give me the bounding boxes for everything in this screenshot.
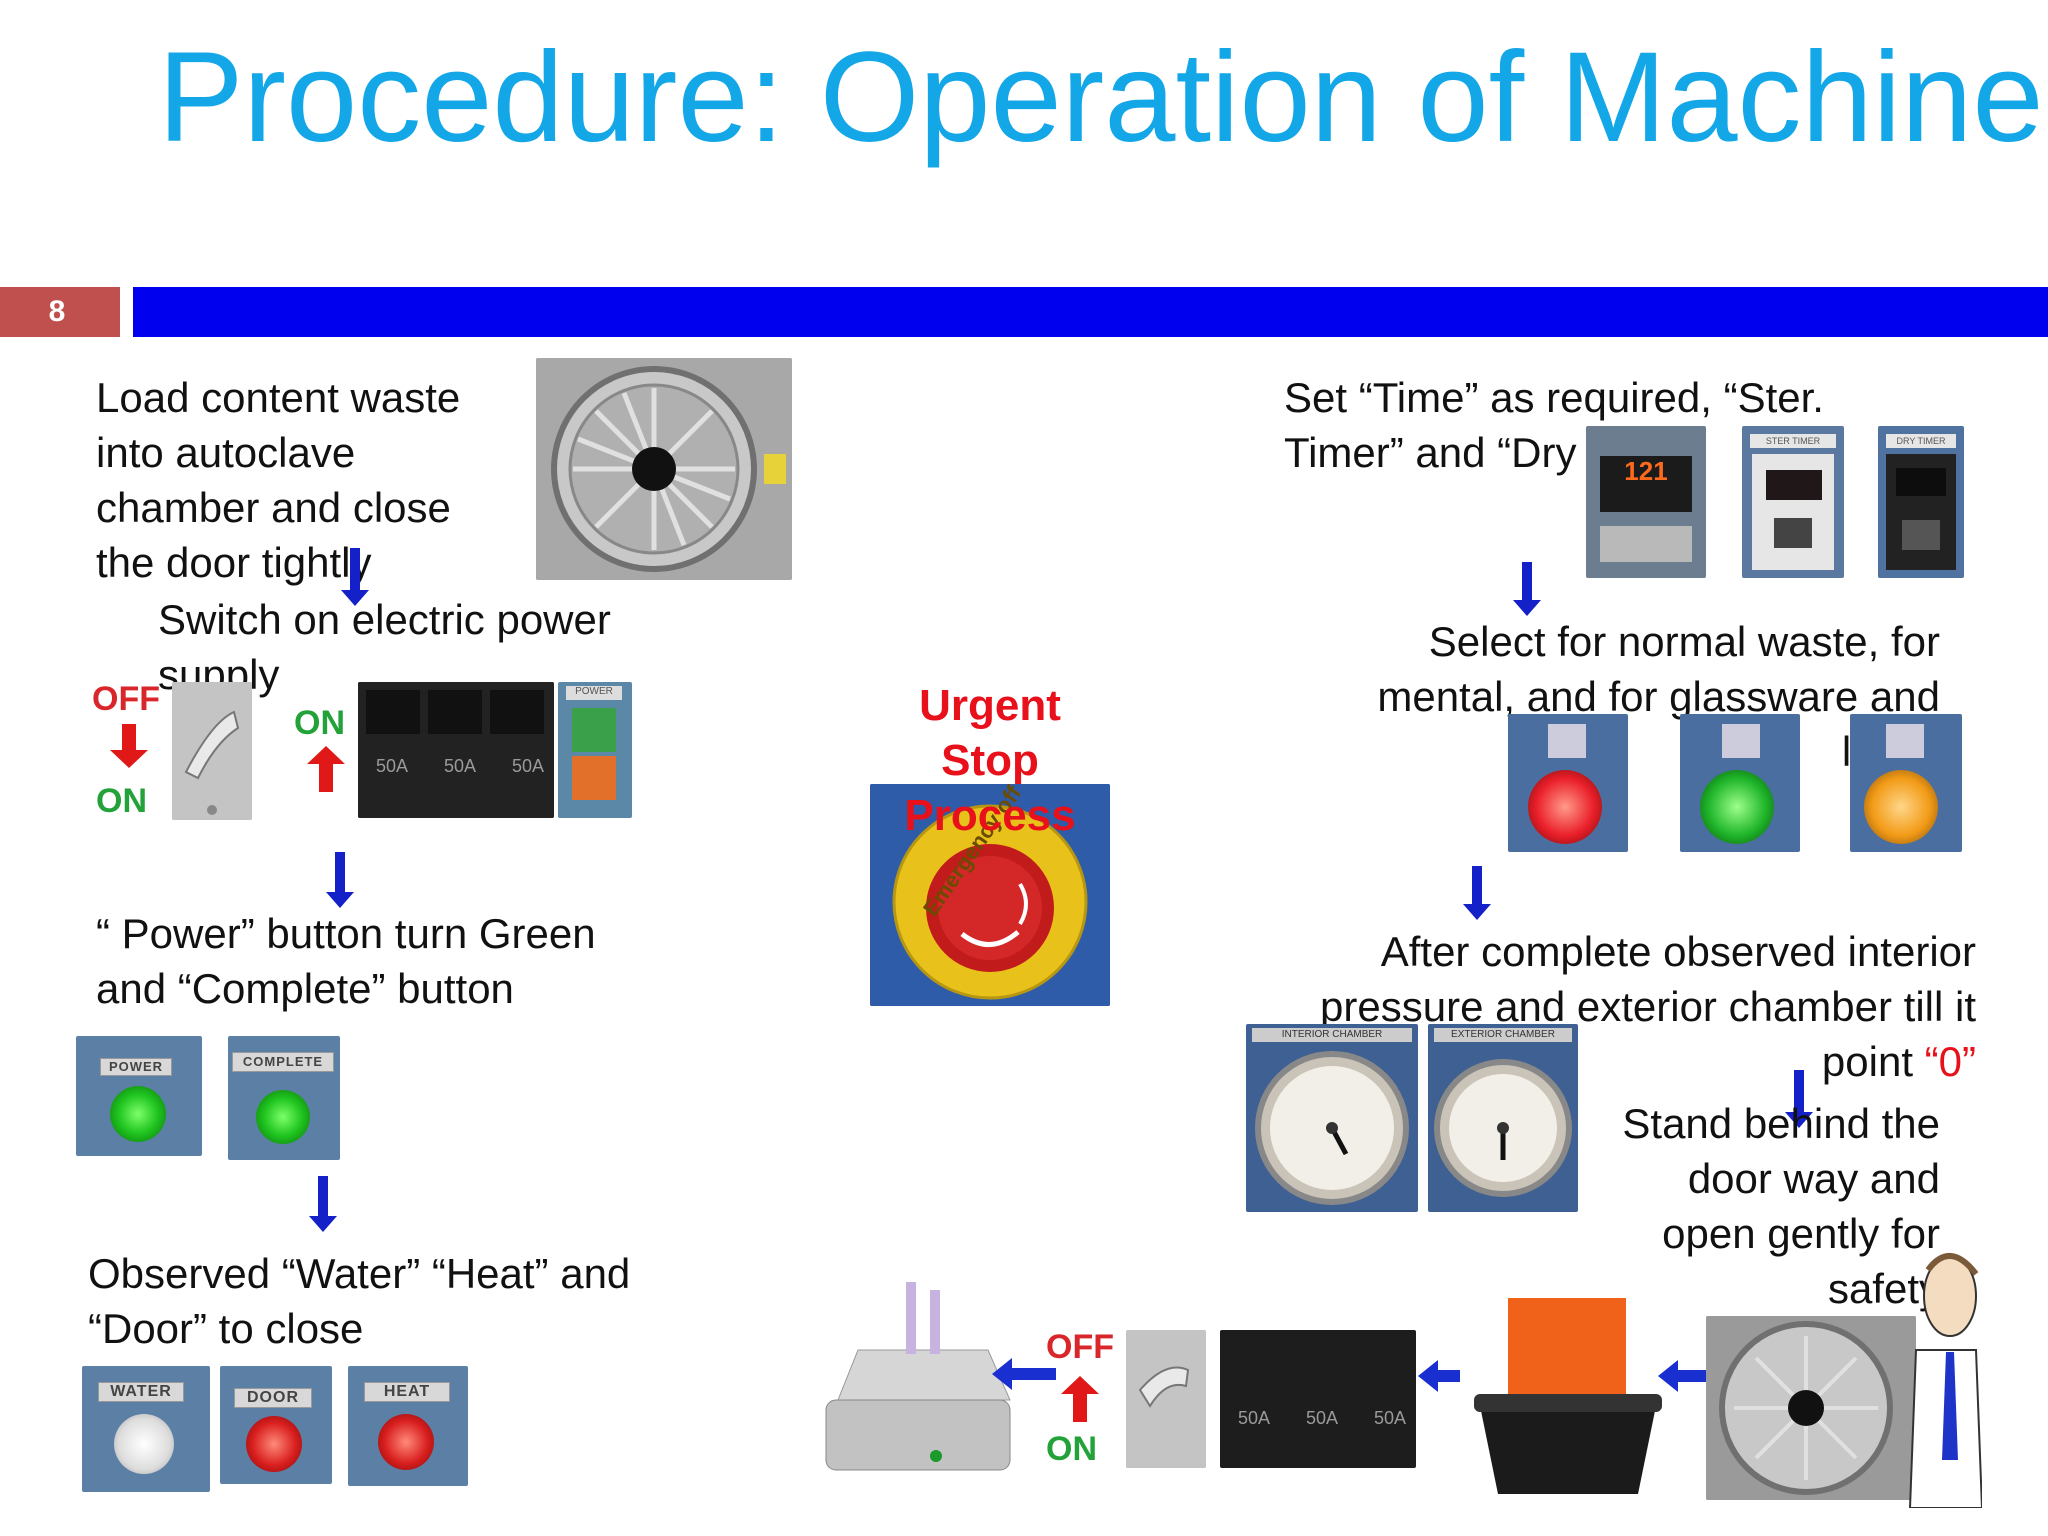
slide-number: 8 (48, 295, 66, 328)
dry-timer-display (1896, 468, 1946, 496)
power-box-photo: POWER (558, 682, 632, 818)
dry-timer-body (1886, 454, 1956, 570)
left-step-2-text: Switch on electric power supply (158, 596, 611, 698)
metal-button-photo (1680, 714, 1800, 852)
bottom-on-label: ON (1046, 1430, 1097, 1468)
interior-gauge-label: INTERIOR CHAMBER (1252, 1028, 1412, 1042)
orange-cycle-button (1864, 770, 1938, 844)
door-red-light (246, 1416, 302, 1472)
dry-timer-photo: DRY TIMER (1878, 426, 1964, 578)
bottom-breaker-photo: 50A 50A 50A (1220, 1330, 1416, 1468)
glassware-button-photo (1850, 714, 1962, 852)
ster-timer-photo: STER TIMER (1742, 426, 1844, 578)
heat-red-light (378, 1414, 434, 1470)
breaker-rating-2: 50A (444, 756, 477, 776)
shirt-icon (1548, 724, 1586, 758)
right-step-4-text: Stand behind the door way and open gentl… (1622, 1100, 1940, 1312)
waste-bin-photo (1460, 1296, 1676, 1494)
exterior-gauge-photo: EXTERIOR CHAMBER (1428, 1024, 1578, 1212)
power-box-label: POWER (566, 686, 622, 700)
title-underline-bar (133, 287, 2048, 337)
arrow-down-2 (326, 852, 354, 908)
power-green-light (110, 1086, 166, 1142)
exterior-gauge-label: EXTERIOR CHAMBER (1434, 1028, 1572, 1042)
heat-indicator-photo: HEAT (348, 1366, 468, 1486)
ster-timer-body (1752, 454, 1834, 570)
autoclave-door-open-photo (1706, 1316, 1916, 1500)
ster-timer-label: STER TIMER (1750, 434, 1836, 448)
red-cycle-button (1528, 770, 1602, 844)
right-step-3-prefix: After complete observed interior pressur… (1320, 928, 1976, 1085)
power-indicator-label: POWER (100, 1058, 172, 1076)
water-indicator-label: WATER (98, 1382, 184, 1402)
heat-indicator-label: HEAT (364, 1382, 450, 1402)
orange-off-button (572, 756, 616, 800)
arrow-down-1 (341, 548, 369, 606)
bottom-breaker-rating-2: 50A (1306, 1408, 1339, 1428)
urgent-stop-label: Urgent Stop Process (880, 678, 1100, 843)
arrow-left-1 (992, 1358, 1056, 1390)
arrow-down-right-1 (1513, 562, 1541, 616)
circuit-breaker-photo: 50A 50A 50A (358, 682, 554, 818)
arrow-down-3 (309, 1176, 337, 1232)
switch-off-label: OFF (92, 680, 160, 718)
urgent-line-1: Urgent (919, 681, 1061, 730)
flask-icon (1722, 724, 1760, 758)
left-step-3-text: “ Power” button turn Green and “Complete… (96, 910, 596, 1012)
complete-indicator-label: COMPLETE (232, 1052, 334, 1072)
temperature-controller-photo: 121 (1586, 426, 1706, 578)
ster-timer-dial (1774, 518, 1812, 548)
interior-gauge-photo: INTERIOR CHAMBER (1246, 1024, 1418, 1212)
ster-timer-display (1766, 470, 1822, 500)
complete-green-light (256, 1090, 310, 1144)
person-figure-icon (1906, 1240, 1984, 1509)
left-step-4-text: Observed “Water” “Heat” and “Door” to cl… (88, 1250, 631, 1352)
complete-indicator-photo: COMPLETE (228, 1036, 340, 1160)
door-indicator-photo: DOOR (220, 1366, 332, 1484)
red-arrow-up (307, 746, 345, 792)
breaker-rating-3: 50A (512, 756, 545, 776)
bottom-toggle-switch-photo (1126, 1330, 1206, 1468)
slide-number-badge: 8 (0, 287, 120, 337)
green-cycle-button (1700, 770, 1774, 844)
switch-on-label: ON (96, 782, 147, 820)
door-indicator-label: DOOR (234, 1388, 312, 1408)
dry-timer-label: DRY TIMER (1886, 434, 1956, 448)
dry-block-heater-photo (818, 1270, 1014, 1480)
bottom-breaker-rating-3: 50A (1374, 1408, 1407, 1428)
right-step-3-text: After complete observed interior pressur… (1224, 924, 1976, 1089)
slide-title: Procedure: Operation of Machine (158, 26, 2044, 169)
urgent-line-2: Stop (941, 736, 1039, 785)
controller-keypad (1600, 526, 1692, 562)
breaker-rating-1: 50A (376, 756, 409, 776)
left-step-1-text: Load content waste into autoclave chambe… (96, 374, 461, 586)
water-indicator-photo: WATER (82, 1366, 210, 1492)
emergency-stop-photo: Emergency off (870, 784, 1110, 1006)
toggle-switch-photo (172, 682, 252, 820)
autoclave-door-photo (536, 358, 792, 580)
bottom-off-label: OFF (1046, 1328, 1114, 1366)
urgent-line-3: Process (904, 791, 1076, 840)
controller-display: 121 (1600, 456, 1692, 512)
dry-timer-dial (1902, 520, 1940, 550)
bottle-icon (1886, 724, 1924, 758)
water-white-light (114, 1414, 174, 1474)
arrow-down-right-2 (1463, 866, 1491, 920)
controller-readout: 121 (1624, 456, 1668, 486)
power-indicator-photo: POWER (76, 1036, 202, 1156)
red-arrow-down (110, 724, 148, 768)
bottom-breaker-rating-1: 50A (1238, 1408, 1271, 1428)
arrow-down-right-3 (1785, 1070, 1813, 1128)
bottom-red-arrow-up (1061, 1376, 1099, 1422)
switch-on-right-label: ON (294, 704, 345, 742)
normal-waste-button-photo (1508, 714, 1628, 852)
zero-value: “0” (1924, 1038, 1976, 1085)
green-on-button (572, 708, 616, 752)
